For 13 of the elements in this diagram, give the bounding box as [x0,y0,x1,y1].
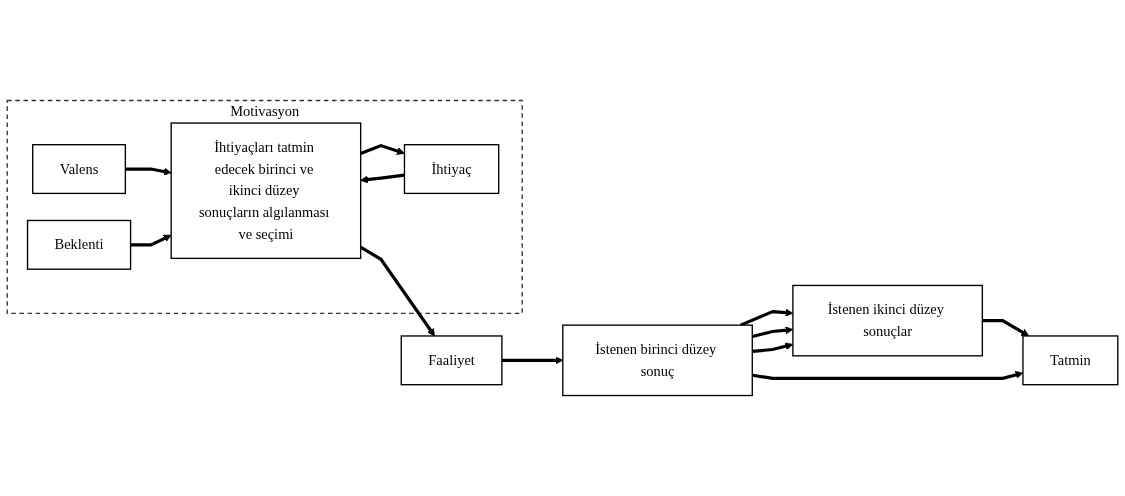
arrow [130,234,172,247]
node-box: Beklenti [26,219,132,270]
node-box: Tatmin [1022,335,1119,386]
arrow [360,173,405,184]
arrow [125,167,172,176]
arrow [360,143,405,156]
node-box: İhtiyaç [403,144,500,195]
node-box: İstenen birinci düzey sonuç [562,324,753,397]
arrow [982,319,1030,337]
node-box: İstenen ikinci düzey sonuçlar [792,284,984,357]
node-box: İhtiyaçları tatmin edecek birinci ve ikinci düzey sonuçların algılanması ve seçimi [170,122,362,260]
node-box: Faaliyet [400,335,503,386]
node-box: Valens [32,144,127,195]
